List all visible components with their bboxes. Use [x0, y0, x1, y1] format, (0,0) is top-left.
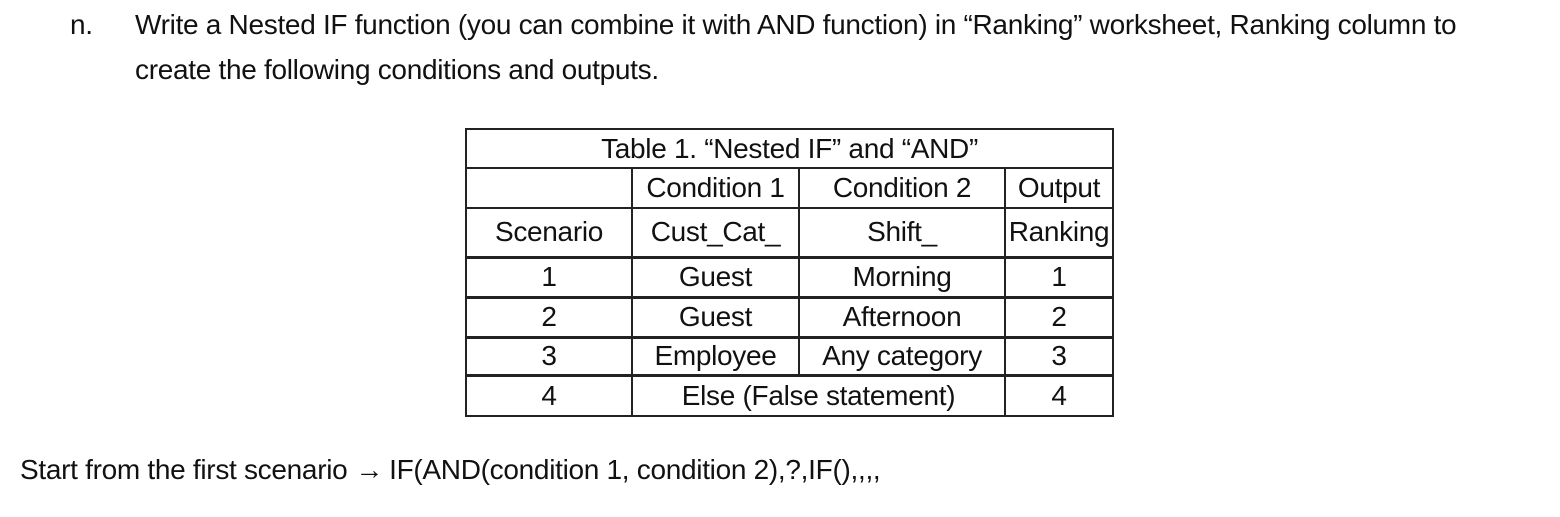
table-header-row-1: Condition 1 Condition 2 Output: [465, 167, 1115, 209]
cell-condition-1: Guest: [631, 295, 800, 338]
table-title-row: Table 1. “Nested IF” and “AND”: [464, 128, 1115, 169]
table-row: 3 Employee Any category 3: [465, 335, 1115, 376]
cell-scenario: 2: [465, 295, 633, 338]
table-row: 1 Guest Morning 1: [465, 255, 1115, 298]
header-cust-cat: Cust_Cat_: [631, 207, 800, 258]
cell-condition-1: Guest: [631, 255, 800, 298]
cell-condition-2: Afternoon: [798, 295, 1006, 338]
cell-condition-2: Morning: [798, 255, 1006, 298]
cell-condition-merged: Else (False statement): [631, 373, 1006, 417]
formula-hint-line: Start from the first scenario→IF(AND(con…: [20, 450, 881, 490]
nested-if-table: Table 1. “Nested IF” and “AND” Condition…: [464, 128, 1115, 417]
cell-scenario: 1: [465, 255, 633, 298]
header-shift: Shift_: [798, 207, 1006, 258]
cell-output: 1: [1003, 255, 1115, 298]
formula-hint-formula: IF(AND(condition 1, condition 2),?,IF(),…: [389, 454, 881, 485]
header-ranking: Ranking: [1003, 207, 1115, 258]
header-output: Output: [1003, 167, 1115, 209]
exercise-text-line-2: create the following conditions and outp…: [135, 54, 659, 85]
right-arrow-icon: →: [355, 454, 384, 485]
list-item-marker: n.: [70, 9, 93, 40]
cell-condition-1: Employee: [631, 335, 800, 376]
header-scenario: Scenario: [465, 207, 633, 258]
header-condition-2: Condition 2: [798, 167, 1006, 209]
cell-scenario: 4: [465, 373, 633, 417]
cell-scenario: 3: [465, 335, 633, 376]
table-header-row-2: Scenario Cust_Cat_ Shift_ Ranking: [465, 207, 1115, 258]
cell-condition-2: Any category: [798, 335, 1006, 376]
header-empty-cell: [465, 167, 633, 209]
cell-output: 2: [1003, 295, 1115, 338]
table-row: 2 Guest Afternoon 2: [465, 295, 1115, 338]
cell-output: 4: [1003, 373, 1115, 417]
table-title: Table 1. “Nested IF” and “AND”: [464, 128, 1115, 169]
cell-output: 3: [1003, 335, 1115, 376]
exercise-text: Write a Nested IF function (you can comb…: [135, 2, 1555, 92]
formula-hint-prefix: Start from the first scenario: [20, 454, 348, 485]
header-condition-1: Condition 1: [631, 167, 800, 209]
table-row: 4 Else (False statement) 4: [465, 373, 1115, 417]
exercise-text-line-1: Write a Nested IF function (you can comb…: [135, 9, 1457, 40]
